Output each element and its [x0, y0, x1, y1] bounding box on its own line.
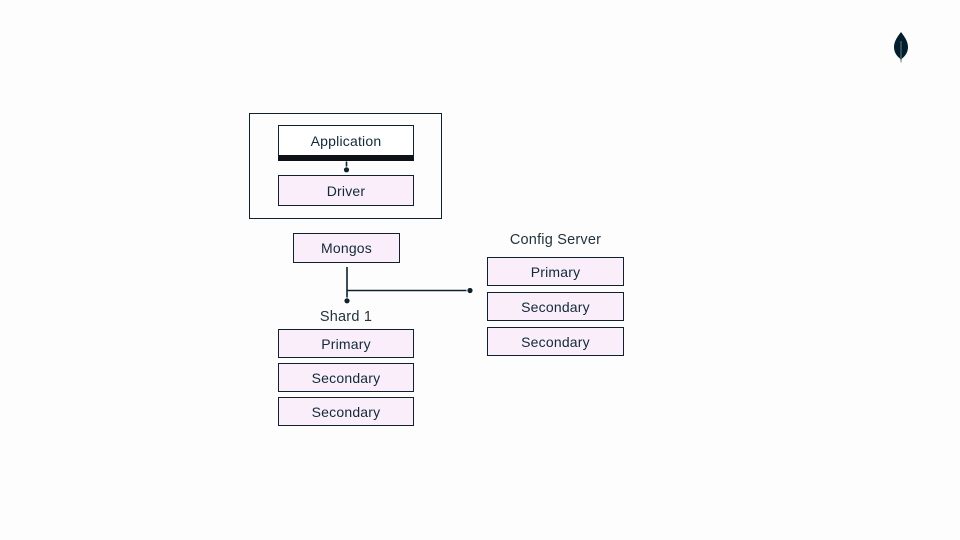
config-primary-node: Primary — [487, 257, 624, 286]
config-secondary-node-2: Secondary — [487, 327, 624, 356]
application-group-box — [249, 113, 442, 219]
shard1-title: Shard 1 — [319, 309, 373, 325]
config-server-title: Config Server — [509, 232, 602, 248]
shard1-secondary-label-1: Secondary — [311, 369, 381, 386]
shard1-secondary-node-1: Secondary — [278, 363, 414, 392]
driver-label: Driver — [326, 182, 366, 199]
config-primary-label: Primary — [530, 263, 581, 280]
shard1-primary-label: Primary — [321, 335, 371, 352]
config-secondary-label-1: Secondary — [521, 298, 590, 315]
mongos-shard-connector — [344, 267, 350, 304]
mongos-config-connector — [347, 287, 473, 294]
config-secondary-label-2: Secondary — [521, 333, 590, 350]
config-secondary-node-1: Secondary — [487, 292, 624, 321]
mongos-label: Mongos — [320, 240, 372, 256]
mongodb-leaf-logo — [894, 32, 908, 64]
application-label: Application — [310, 132, 382, 149]
driver-node: Driver — [278, 175, 414, 206]
shard1-primary-node: Primary — [278, 329, 414, 358]
application-node: Application — [278, 125, 414, 161]
mongos-node: Mongos — [293, 233, 400, 263]
shard1-secondary-label-2: Secondary — [311, 403, 381, 420]
shard1-secondary-node-2: Secondary — [278, 397, 414, 426]
